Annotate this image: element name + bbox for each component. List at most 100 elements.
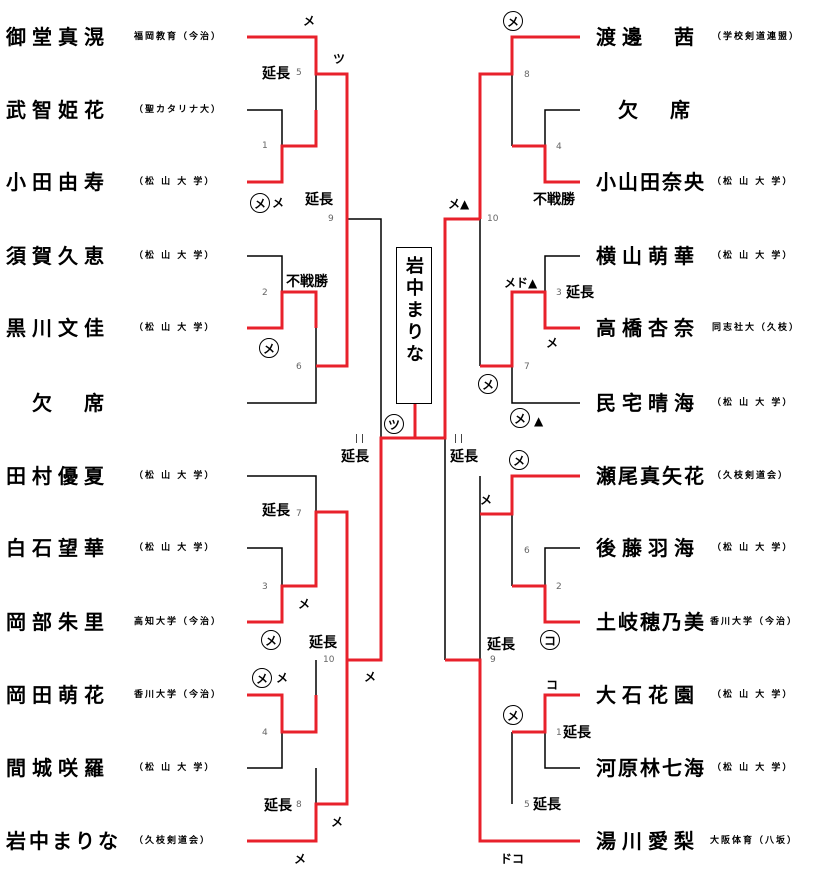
technique-mark: メ (303, 14, 316, 28)
left-name-10: 岡田萌花 (6, 683, 110, 707)
right-aff-5: 同志社大（久枝） (712, 323, 801, 333)
right-name-12: 湯川愛梨 (596, 829, 700, 853)
technique-mark: メ (276, 671, 289, 685)
match-number: 1 (556, 728, 562, 738)
match-number: 5 (524, 800, 530, 810)
right-aff-7: （久枝剣道会） (712, 471, 790, 481)
right-aff-9: 香川大学（今治） (710, 617, 799, 627)
right-aff-3: （松 山 大 学） (712, 177, 794, 187)
encircled-mark: ツ (384, 414, 404, 434)
match-number: 6 (296, 362, 302, 372)
match-number: 1 (262, 141, 268, 151)
left-name-1: 御堂真滉 (6, 25, 110, 49)
right-name-2: 欠 席 (618, 98, 696, 122)
left-name-2: 武智姫花 (6, 98, 110, 122)
left-aff-3: （松 山 大 学） (134, 177, 216, 187)
left-aff-10: 香川大学（今治） (134, 690, 223, 700)
extension-note: 延長 (533, 797, 561, 813)
right-name-3: 小山田奈央 (596, 170, 706, 194)
right-name-8: 後藤羽海 (596, 536, 700, 560)
match-number: 4 (556, 142, 562, 152)
left-name-5: 黒川文佳 (6, 316, 110, 340)
encircled-mark: メ (478, 374, 498, 394)
left-aff-12: （久枝剣道会） (134, 836, 212, 846)
left-aff-4: （松 山 大 学） (134, 251, 216, 261)
right-aff-11: （松 山 大 学） (712, 763, 794, 773)
technique-mark: メ (546, 336, 559, 350)
right-aff-1: （学校剣道連盟） (712, 32, 801, 42)
right-name-9: 土岐穂乃美 (596, 610, 706, 634)
left-aff-2: （聖カタリナ大） (134, 105, 223, 115)
left-aff-7: （松 山 大 学） (134, 471, 216, 481)
extension-note: 延長 (305, 192, 333, 208)
match-number: 7 (524, 362, 530, 372)
technique-mark: ドコ (500, 852, 525, 866)
right-aff-12: 大阪体育（八坂） (710, 836, 799, 846)
extension-note: 延長 (262, 66, 290, 82)
right-aff-6: （松 山 大 学） (712, 398, 794, 408)
encircled-mark: メ (503, 11, 523, 31)
left-aff-9: 高知大学（今治） (134, 617, 223, 627)
right-name-5: 高橋杏奈 (596, 316, 700, 340)
right-name-1: 渡邊 茜 (596, 25, 700, 49)
technique-mark: メ▲ (448, 197, 470, 211)
champion-name: 岩中まりな (403, 256, 424, 366)
encircled-mark: メ (250, 193, 270, 213)
right-name-4: 横山萌華 (596, 244, 700, 268)
match-number: 8 (296, 800, 302, 810)
left-name-7: 田村優夏 (6, 464, 110, 488)
technique-mark: コ (546, 678, 559, 692)
extension-note: 延長 (487, 637, 515, 653)
extension-note: 延長 (262, 503, 290, 519)
encircled-mark: メ (259, 338, 279, 358)
left-aff-11: （松 山 大 学） (134, 763, 216, 773)
right-aff-4: （松 山 大 学） (712, 251, 794, 261)
right-name-11: 河原林七海 (596, 756, 706, 780)
extension-note: 延長 (341, 449, 369, 465)
walkover-note: 不戦勝 (533, 192, 575, 208)
left-aff-1: 福岡教育（今治） (134, 32, 223, 42)
match-number: 2 (556, 582, 562, 592)
left-name-12: 岩中まりな (6, 829, 121, 853)
technique-mark: ▲ (534, 414, 544, 428)
left-aff-8: （松 山 大 学） (134, 543, 216, 553)
technique-mark: メ (294, 852, 307, 866)
technique-mark: メ (331, 815, 344, 829)
match-number: 9 (490, 655, 496, 665)
technique-mark: ツ (333, 52, 346, 66)
extension-note: 延長 (264, 798, 292, 814)
right-name-7: 瀬尾真矢花 (596, 464, 706, 488)
left-name-9: 岡部朱里 (6, 610, 110, 634)
walkover-note: 不戦勝 (286, 274, 328, 290)
extension-note: 延長 (566, 285, 594, 301)
technique-mark: メ (480, 493, 493, 507)
technique-mark: メ (298, 597, 311, 611)
winner-lines (247, 35, 580, 843)
tick-mark: | | (355, 434, 364, 444)
right-name-6: 民宅晴海 (596, 391, 700, 415)
left-name-8: 白石望華 (6, 536, 110, 560)
technique-mark: メド▲ (504, 276, 538, 290)
match-number: 7 (296, 509, 302, 519)
match-number: 5 (296, 68, 302, 78)
encircled-mark: メ (510, 408, 530, 428)
encircled-mark: コ (540, 630, 560, 650)
match-number: 3 (262, 582, 268, 592)
right-aff-10: （松 山 大 学） (712, 690, 794, 700)
right-name-10: 大石花園 (596, 683, 700, 707)
loser-lines (247, 74, 580, 804)
champion-box: 岩中まりな (396, 247, 432, 404)
left-name-3: 小田由寿 (6, 170, 110, 194)
technique-mark: メ (272, 196, 285, 210)
extension-note: 延長 (563, 725, 591, 741)
extension-note: 延長 (450, 449, 478, 465)
match-number: 2 (262, 288, 268, 298)
tick-mark: | | (454, 434, 463, 444)
left-aff-5: （松 山 大 学） (134, 323, 216, 333)
left-name-6: 欠 席 (32, 391, 110, 415)
match-number: 10 (323, 655, 335, 665)
encircled-mark: メ (503, 705, 523, 725)
technique-mark: メ (364, 670, 377, 684)
match-number: 6 (524, 546, 530, 556)
